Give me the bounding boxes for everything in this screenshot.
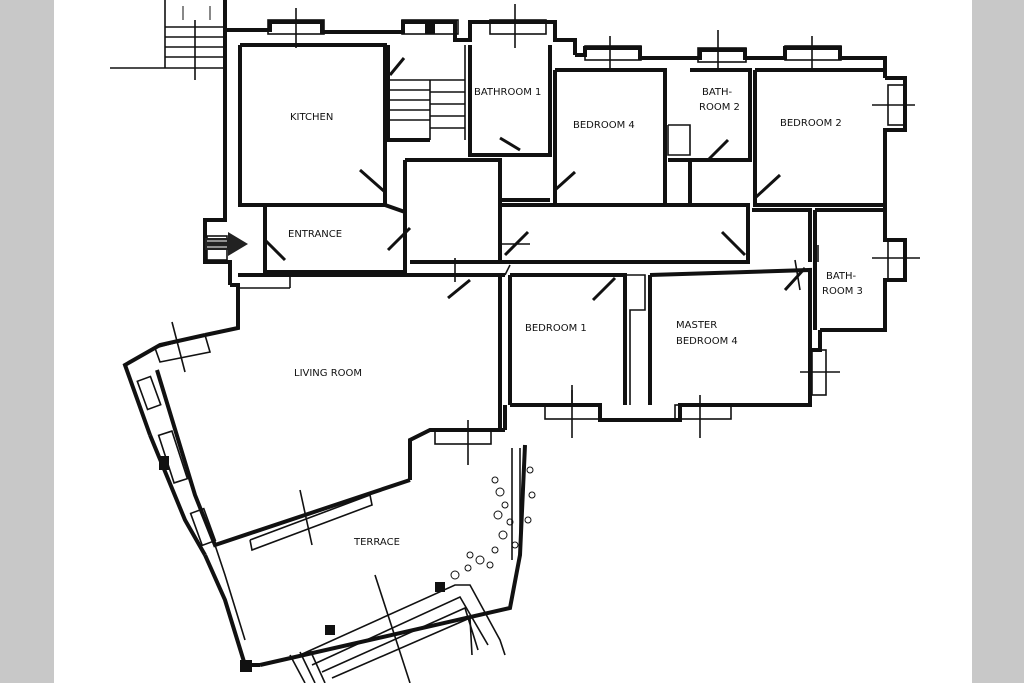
- label-bath-2-line1: BATH-: [702, 87, 733, 98]
- label-master-line1: MASTER: [676, 320, 717, 331]
- doors: [263, 57, 819, 405]
- terrace-steps: [240, 574, 506, 683]
- label-bedroom-2: BEDROOM 2: [780, 118, 842, 129]
- interior-walls: [155, 43, 885, 641]
- label-master-line2: BEDROOM 4: [676, 336, 738, 347]
- right-margin: [972, 0, 1024, 683]
- exterior-walls: [122, 0, 907, 667]
- label-entrance: ENTRANCE: [288, 229, 342, 240]
- exterior-stair: [110, 0, 225, 80]
- label-bedroom-4: BEDROOM 4: [573, 120, 635, 131]
- label-bedroom-1: BEDROOM 1: [525, 323, 587, 334]
- label-living-room: LIVING ROOM: [294, 368, 362, 379]
- windows: [136, 4, 920, 552]
- label-kitchen: KITCHEN: [290, 112, 333, 123]
- label-bath-3-line1: BATH-: [826, 271, 857, 282]
- left-margin: [0, 0, 54, 683]
- label-bath-2-line2: ROOM 2: [699, 102, 740, 113]
- entry-arrow-icon: [205, 232, 248, 256]
- planter-shrubs: [450, 448, 536, 580]
- label-bath-3-line2: ROOM 3: [822, 286, 863, 297]
- room-labels: KITCHEN ENTRANCE BATHROOM 1 BEDROOM 4 BA…: [288, 87, 863, 548]
- label-bathroom-1: BATHROOM 1: [474, 87, 541, 98]
- label-terrace: TERRACE: [353, 537, 400, 548]
